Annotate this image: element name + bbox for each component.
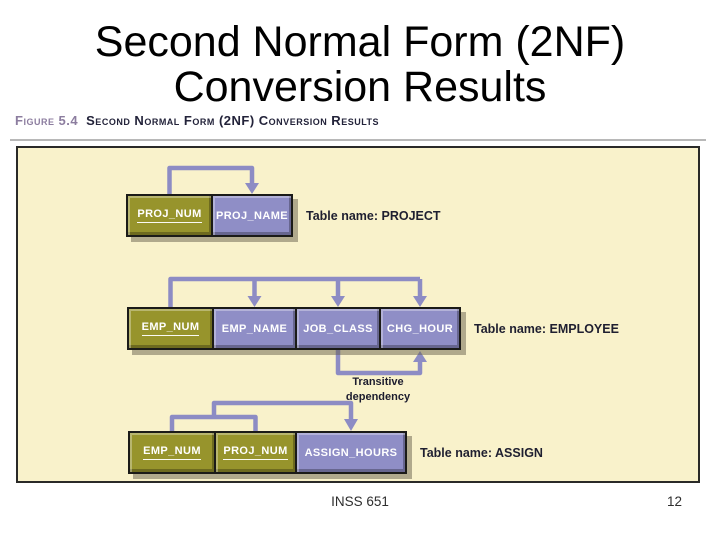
slide-title-line-2: Conversion Results <box>173 63 547 111</box>
employee-table-row: EMP_NUM EMP_NAME JOB_CLASS CHG_HOUR Tabl… <box>127 307 619 350</box>
project-dependency-arrow <box>167 165 259 194</box>
employee-table-name-label: Table name: EMPLOYEE <box>474 321 619 336</box>
column-proj-name: PROJ_NAME <box>211 196 291 235</box>
figure-caption-text: Second Normal Form (2NF) Conversion Resu… <box>86 113 380 128</box>
assign-table-name-label: Table name: ASSIGN <box>420 445 543 460</box>
footer-course-code: INSS 651 <box>331 494 389 509</box>
figure-panel: PROJ_NUM PROJ_NAME Table name: PROJECT E… <box>16 146 700 483</box>
assign-table-row: EMP_NUM PROJ_NUM ASSIGN_HOURS Table name… <box>128 431 543 474</box>
project-table-row: PROJ_NUM PROJ_NAME Table name: PROJECT <box>126 194 441 237</box>
figure-caption: Figure 5.4 Second Normal Form (2NF) Conve… <box>15 113 379 128</box>
figure-caption-number: Figure 5.4 <box>15 113 79 128</box>
column-proj-num: PROJ_NUM <box>128 196 211 235</box>
employee-table: EMP_NUM EMP_NAME JOB_CLASS CHG_HOUR <box>127 307 461 350</box>
column-emp-num: EMP_NUM <box>129 309 212 348</box>
transitive-dependency-label: Transitive dependency <box>345 376 411 403</box>
assign-composite-key-arrow <box>169 400 358 431</box>
project-table: PROJ_NUM PROJ_NAME <box>126 194 293 237</box>
column-job-class: JOB_CLASS <box>295 309 379 348</box>
column-assign-emp-num: EMP_NUM <box>130 433 214 472</box>
column-emp-name: EMP_NAME <box>212 309 295 348</box>
column-chg-hour: CHG_HOUR <box>379 309 459 348</box>
slide-title: Second Normal Form (2NF) Conversion Resu… <box>0 20 720 110</box>
column-assign-hours: ASSIGN_HOURS <box>295 433 405 472</box>
caption-divider-line <box>10 139 706 141</box>
employee-dependency-arrows <box>168 276 427 307</box>
column-assign-proj-num: PROJ_NUM <box>214 433 295 472</box>
transitive-dependency-arrow <box>335 350 427 376</box>
footer-page-number: 12 <box>666 494 682 509</box>
slide-title-line-1: Second Normal Form (2NF) <box>94 18 626 66</box>
assign-table: EMP_NUM PROJ_NUM ASSIGN_HOURS <box>128 431 407 474</box>
project-table-name-label: Table name: PROJECT <box>306 208 441 223</box>
